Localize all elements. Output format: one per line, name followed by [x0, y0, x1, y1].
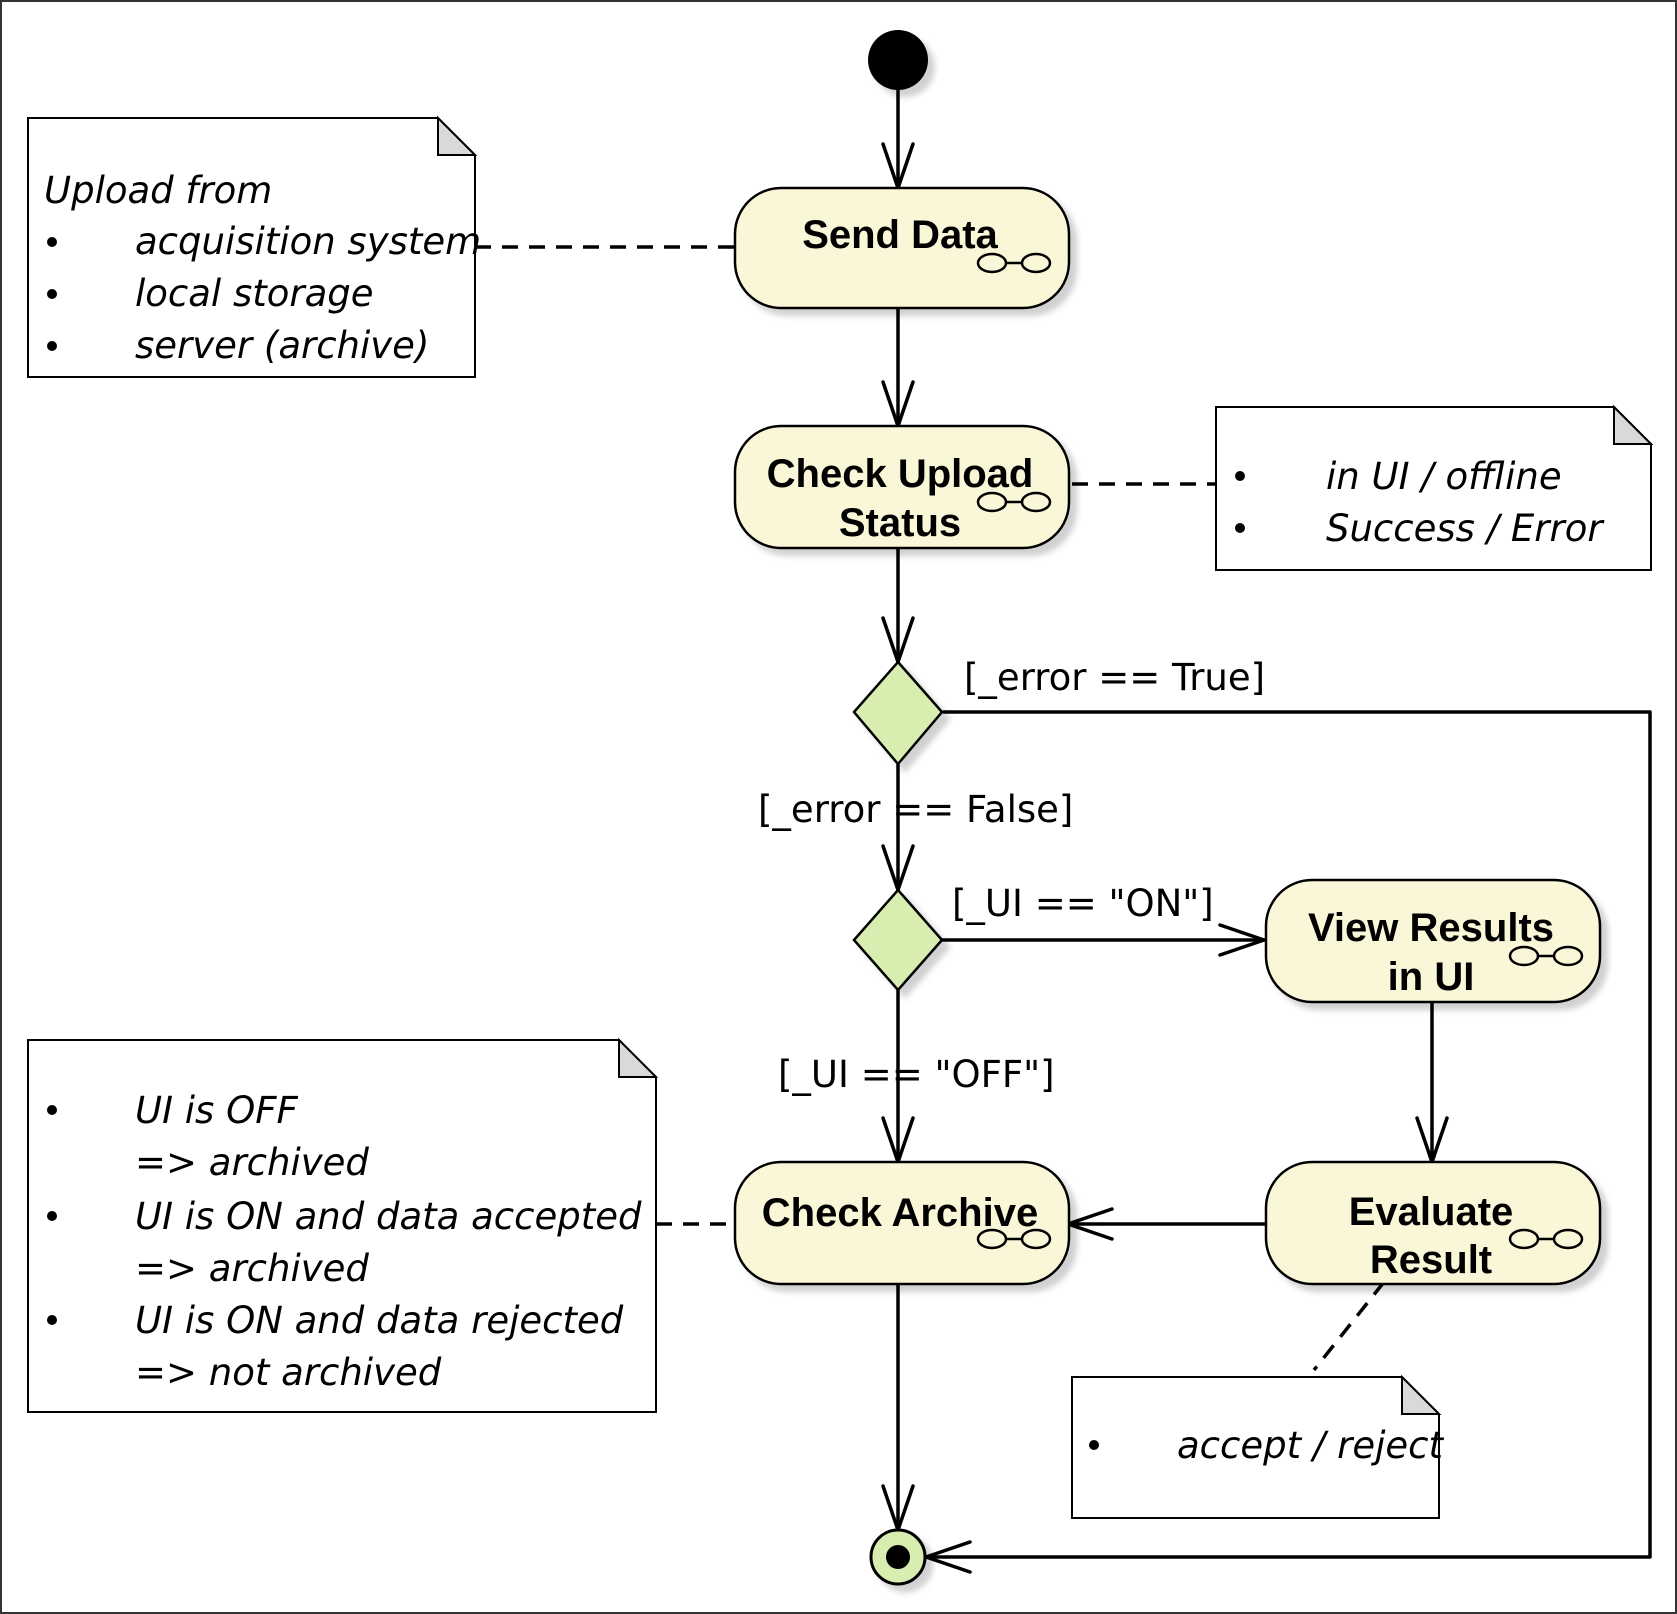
note-item: Success / Error	[1326, 507, 1605, 550]
bullet-icon	[47, 1211, 57, 1221]
action-check-upload-status[interactable]: Check Upload Status	[733, 424, 1071, 550]
bullet-icon	[47, 1105, 57, 1115]
bullet-icon	[47, 289, 57, 299]
guard-ui-on: [_UI == "ON"]	[952, 882, 1214, 925]
decision-ui	[852, 888, 944, 992]
svg-text:in UI: in UI	[1388, 955, 1475, 999]
action-label-line: Evaluate	[1349, 1190, 1514, 1234]
svg-text:View Results: View Results	[1308, 906, 1554, 950]
bullet-icon	[47, 341, 57, 351]
note-item-continuation: => archived	[135, 1141, 369, 1184]
action-label-line: Check Archive	[762, 1191, 1038, 1235]
guard-error-true: [_error == True]	[964, 656, 1265, 699]
action-label-line: Send Data	[802, 213, 998, 257]
bullet-icon	[1089, 1440, 1099, 1450]
initial-node	[868, 30, 928, 90]
subactivity-icon	[976, 1228, 1052, 1250]
action-evaluate-result[interactable]: Evaluate Result	[1264, 1160, 1602, 1286]
final-node	[869, 1528, 927, 1586]
svg-text:Check Archive: Check Archive	[762, 1191, 1038, 1235]
note-item: UI is ON and data accepted	[135, 1195, 642, 1238]
subactivity-icon	[1508, 1228, 1584, 1250]
note-item: server (archive)	[135, 324, 429, 367]
decision-error	[852, 660, 944, 766]
note-upload-from: Upload from acquisition system local sto…	[27, 115, 481, 378]
bullet-icon	[1235, 523, 1245, 533]
action-check-archive[interactable]: Check Archive	[733, 1160, 1071, 1286]
note-archive-rules: UI is OFF => archived UI is ON and data …	[27, 1037, 659, 1413]
note-title: Upload from	[44, 169, 272, 212]
subactivity-icon	[976, 491, 1052, 513]
subactivity-icon	[1508, 945, 1584, 967]
note-item: UI is OFF	[135, 1089, 298, 1132]
note-item-continuation: => archived	[135, 1247, 369, 1290]
note-item: UI is ON and data rejected	[135, 1299, 624, 1342]
bullet-icon	[47, 237, 57, 247]
note-item: in UI / offline	[1326, 455, 1562, 498]
svg-text:Evaluate: Evaluate	[1349, 1190, 1514, 1234]
note-item-continuation: => not archived	[135, 1351, 442, 1394]
note-item: acquisition system	[135, 220, 481, 263]
svg-text:Check Upload: Check Upload	[767, 452, 1034, 496]
action-label-line: Status	[839, 501, 961, 545]
action-label-line: in UI	[1388, 955, 1475, 999]
action-label-line: Check Upload	[767, 452, 1034, 496]
action-send-data[interactable]: Send Data	[733, 186, 1071, 310]
guard-ui-off: [_UI == "OFF"]	[778, 1053, 1055, 1096]
svg-text:Send Data: Send Data	[802, 213, 998, 257]
subactivity-icon	[976, 252, 1052, 274]
note-upload-status: in UI / offline Success / Error	[1215, 404, 1654, 571]
action-label-line: Result	[1370, 1238, 1492, 1282]
note-item: accept / reject	[1177, 1424, 1444, 1467]
bullet-icon	[1235, 471, 1245, 481]
bullet-icon	[47, 1315, 57, 1325]
note-item: local storage	[135, 272, 374, 315]
svg-text:Result: Result	[1370, 1238, 1492, 1282]
arrowhead-view-results	[1218, 923, 1266, 957]
svg-text:Status: Status	[839, 501, 961, 545]
anchor-evaluate-options	[1312, 1280, 1386, 1372]
guard-error-false: [_error == False]	[758, 788, 1073, 831]
flow-error-true	[924, 710, 1652, 1559]
action-label-line: View Results	[1308, 906, 1554, 950]
action-view-results[interactable]: View Results in UI	[1264, 878, 1602, 1004]
note-evaluate-options: accept / reject	[1071, 1374, 1444, 1519]
